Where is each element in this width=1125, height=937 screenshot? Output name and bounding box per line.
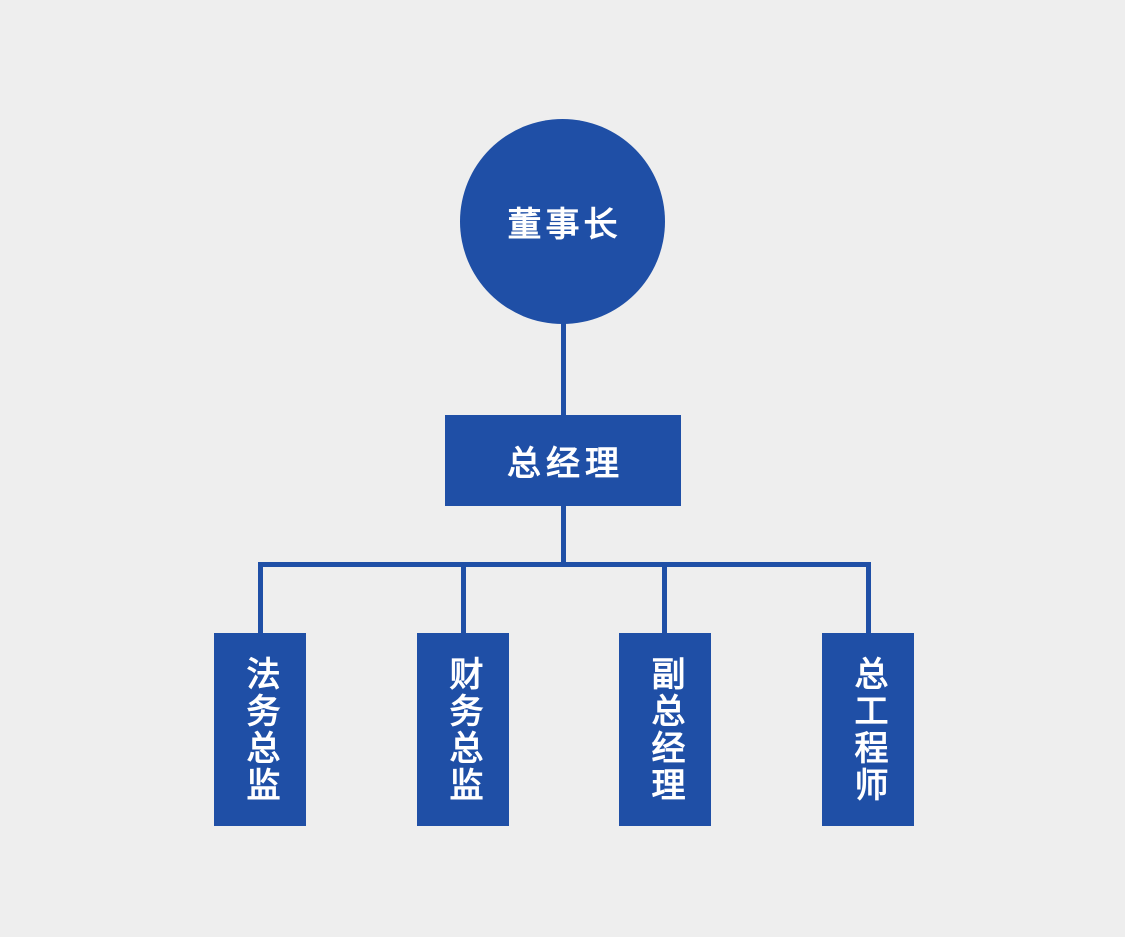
general-manager-node: 总经理 — [445, 415, 681, 506]
connector-bus-to-dept-4 — [866, 562, 871, 633]
chairman-node: 董事长 — [460, 119, 665, 324]
chairman-label: 董事长 — [507, 206, 622, 244]
connector-bus-to-dept-2 — [461, 562, 466, 633]
connector-bus-to-dept-3 — [662, 562, 667, 633]
dept-node-finance-director: 财务总监 — [417, 633, 509, 826]
dept-label-chief-engineer: 总工程师 — [849, 655, 887, 804]
dept-node-chief-engineer: 总工程师 — [822, 633, 914, 826]
dept-node-deputy-general-manager: 副总经理 — [619, 633, 711, 826]
connector-bus-to-dept-1 — [258, 562, 263, 633]
dept-label-finance-director: 财务总监 — [444, 655, 482, 804]
connector-chairman-to-manager — [561, 322, 566, 415]
dept-label-legal-director: 法务总监 — [241, 655, 279, 804]
dept-node-legal-director: 法务总监 — [214, 633, 306, 826]
connector-bus-line — [258, 562, 871, 567]
general-manager-label: 总经理 — [507, 445, 624, 483]
connector-manager-to-bus — [561, 506, 566, 564]
dept-label-deputy-general-manager: 副总经理 — [646, 655, 684, 804]
